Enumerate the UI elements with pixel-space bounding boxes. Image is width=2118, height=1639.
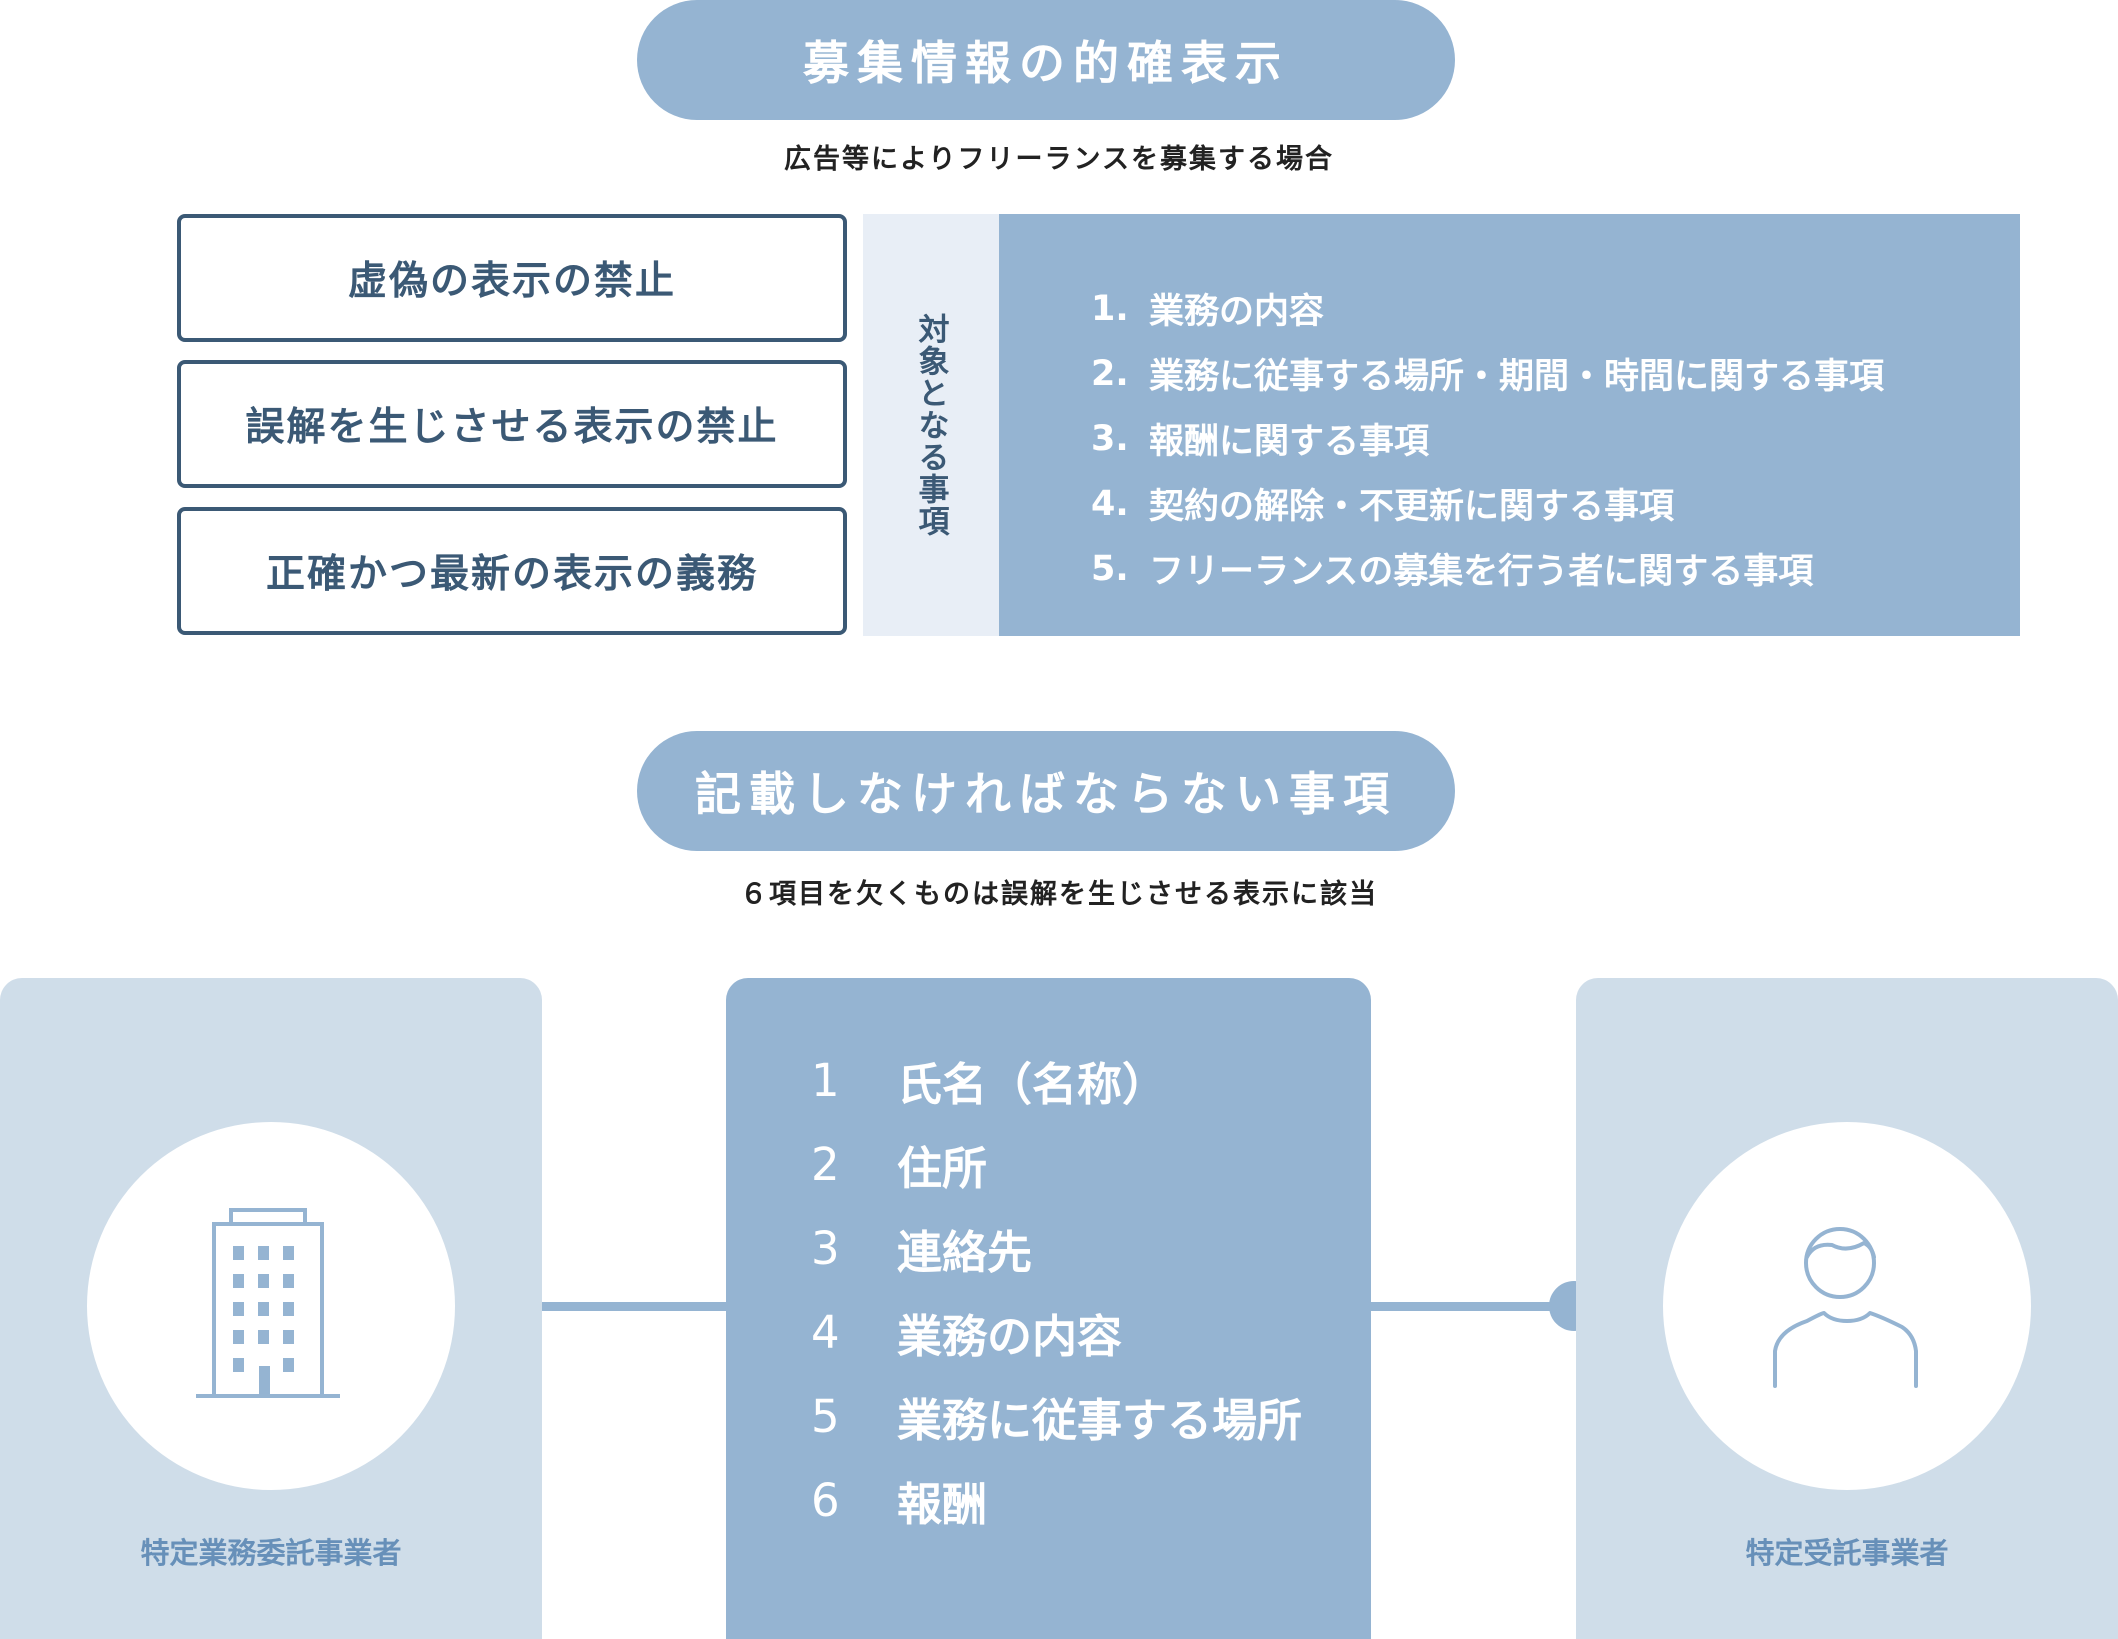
list-item: 4 業務の内容 [811,1290,1371,1374]
rule-label: 正確かつ最新の表示の義務 [265,552,758,597]
item-text: 連絡先 [897,1225,1033,1279]
rule-box-accurate-latest: 正確かつ最新の表示の義務 [177,507,847,635]
client-label: 特定業務委託事業者 [140,1536,402,1570]
item-number: 5 [811,1389,840,1443]
list-item: 4. 契約の解除・不更新に関する事項 [1091,471,2020,536]
list-item: 2. 業務に従事する場所・期間・時間に関する事項 [1091,341,2020,406]
item-text: 報酬に関する事項 [1149,422,1430,462]
item-text: 氏名（名称） [897,1057,1168,1111]
list-item: 6 報酬 [811,1458,1371,1542]
target-column: 対象となる事項 [863,214,999,636]
building-icon [196,1208,340,1398]
rule-box-no-false: 虚偽の表示の禁止 [177,214,847,342]
list-item: 5 業務に従事する場所 [811,1374,1371,1458]
section-title-text: 募集情報の的確表示 [803,36,1289,90]
item-text: 業務に従事する場所・期間・時間に関する事項 [1149,357,1885,397]
target-label: 対象となる事項 [912,313,949,537]
person-icon [1773,1227,1918,1388]
contractor-avatar-circle [1663,1122,2031,1490]
connector-line-right [1371,1302,1551,1311]
item-text: 契約の解除・不更新に関する事項 [1149,487,1675,527]
item-number: 1. [1091,288,1129,329]
item-number: 3 [811,1221,840,1275]
item-text: 業務の内容 [1149,292,1325,332]
section-title-text: 記載しなければならない事項 [695,767,1397,821]
item-text: 報酬 [897,1477,988,1531]
client-avatar-circle [87,1122,455,1490]
contractor-card: 特定受託事業者 [1576,978,2118,1639]
rule-label: 誤解を生じさせる表示の禁止 [245,405,779,450]
item-number: 3. [1091,418,1129,459]
item-number: 4 [811,1305,840,1359]
target-items-panel: 1. 業務の内容 2. 業務に従事する場所・期間・時間に関する事項 3. 報酬に… [999,214,2020,636]
item-number: 4. [1091,483,1129,524]
item-text: 業務の内容 [897,1309,1123,1363]
item-text: フリーランスの募集を行う者に関する事項 [1149,552,1814,592]
item-number: 6 [811,1473,840,1527]
rule-box-no-misleading: 誤解を生じさせる表示の禁止 [177,360,847,488]
item-text: 住所 [897,1141,988,1195]
section-subtitle: 広告等によりフリーランスを募集する場合 [784,144,1334,175]
section-title-recruitment: 募集情報の的確表示 [637,0,1455,120]
list-item: 1. 業務の内容 [1091,276,2020,341]
item-number: 2. [1091,353,1129,394]
list-item: 3 連絡先 [811,1206,1371,1290]
rule-label: 虚偽の表示の禁止 [347,259,676,304]
item-number: 1 [811,1053,840,1107]
item-number: 2 [811,1137,840,1191]
client-card: 特定業務委託事業者 [0,978,542,1639]
section-title-required: 記載しなければならない事項 [637,731,1455,851]
item-text: 業務に従事する場所 [897,1393,1303,1447]
list-item: 2 住所 [811,1122,1371,1206]
item-number: 5. [1091,548,1129,589]
list-item: 3. 報酬に関する事項 [1091,406,2020,471]
list-item: 1 氏名（名称） [811,1038,1371,1122]
list-item: 5. フリーランスの募集を行う者に関する事項 [1091,536,2020,601]
connector-line-left [542,1302,726,1311]
section-subtitle: ６項目を欠くものは誤解を生じさせる表示に該当 [740,879,1378,910]
contractor-label: 特定受託事業者 [1745,1536,1949,1570]
required-items-card: 1 氏名（名称） 2 住所 3 連絡先 4 業務の内容 5 業務に従事する場所 … [726,978,1371,1639]
